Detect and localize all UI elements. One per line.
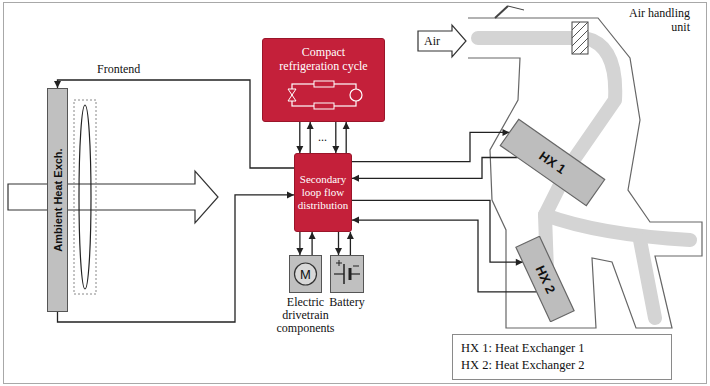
hatch-line (572, 22, 588, 38)
arrow-head (309, 232, 316, 239)
legend-box: HX 1: Heat Exchanger 1HX 2: Heat Exchang… (452, 334, 672, 380)
air-inlet-arrow (418, 25, 466, 57)
flow-connector (58, 195, 295, 322)
arrow-head (307, 122, 314, 129)
flow-distribution-box: Secondary loop flow distribution (294, 153, 352, 232)
node-caption: Battery (317, 296, 377, 309)
node-label: M (300, 267, 311, 282)
flow-connector (352, 220, 537, 292)
plus-sign (339, 260, 340, 266)
frame (4, 3, 707, 384)
unit-label: Air handling unit (622, 6, 690, 34)
hatch-line (572, 22, 580, 30)
battery-wire (334, 273, 344, 274)
fan-blade (79, 105, 91, 289)
expansion-valve (288, 95, 296, 101)
arrow-head (343, 122, 350, 129)
node-label: HX 2: Heat Exchanger 2 (461, 357, 585, 374)
air-label: Air (424, 34, 440, 48)
arrow-head (335, 248, 342, 255)
arrow-head (287, 191, 294, 198)
heat-exchanger-shape (500, 119, 604, 205)
air-flap (508, 6, 524, 10)
heat-exchanger: HX 2 (515, 236, 575, 322)
battery-symbol (334, 260, 360, 284)
node-label: Ambient Heat Exch. (52, 148, 64, 251)
air-flow-main (478, 38, 615, 215)
cycle-condenser (314, 81, 334, 87)
air-flap (495, 6, 508, 18)
hatch-line (572, 30, 588, 46)
compressor-symbol (350, 89, 362, 101)
heat-exchanger: HX 1 (495, 115, 610, 210)
flow-connector (58, 80, 295, 168)
ambient-heat-exchanger: Ambient Heat Exch. (47, 88, 68, 312)
ambient-air-arrow (8, 171, 218, 223)
refrigeration-cycle-symbol (288, 81, 362, 109)
fan-housing (74, 100, 96, 294)
flow-connector (352, 200, 523, 262)
cycle-evaporator (314, 103, 334, 109)
ellipsis-label: ... (318, 130, 327, 144)
node-label: Secondary loop flow distribution (295, 173, 351, 212)
motor-symbol (295, 263, 317, 285)
arrow-head (296, 146, 303, 153)
arrow-head (352, 217, 359, 224)
arrow-head (54, 81, 61, 88)
air-flow-branch (640, 240, 655, 318)
arrow-head (347, 232, 354, 239)
air-filter (572, 22, 588, 54)
flow-connector (352, 158, 518, 179)
hatch-line (580, 46, 588, 54)
air-filter-hatch (572, 22, 588, 54)
air-flow-branch (545, 215, 690, 240)
arrow-head (332, 146, 339, 153)
minus-sign (353, 266, 359, 267)
connector-label: Frontend (96, 62, 141, 76)
hatch-line (572, 38, 588, 54)
arrow-head (352, 175, 359, 182)
air-flow (478, 38, 690, 318)
air-duct (468, 18, 702, 328)
battery-plate (343, 264, 345, 284)
node-label: HX 1: Heat Exchanger 1 (461, 340, 585, 357)
node-label: Compact refrigeration cycle (276, 45, 372, 73)
arrow-head (296, 248, 303, 255)
battery-wire (350, 273, 360, 274)
heat-exchanger-shape (516, 236, 574, 321)
